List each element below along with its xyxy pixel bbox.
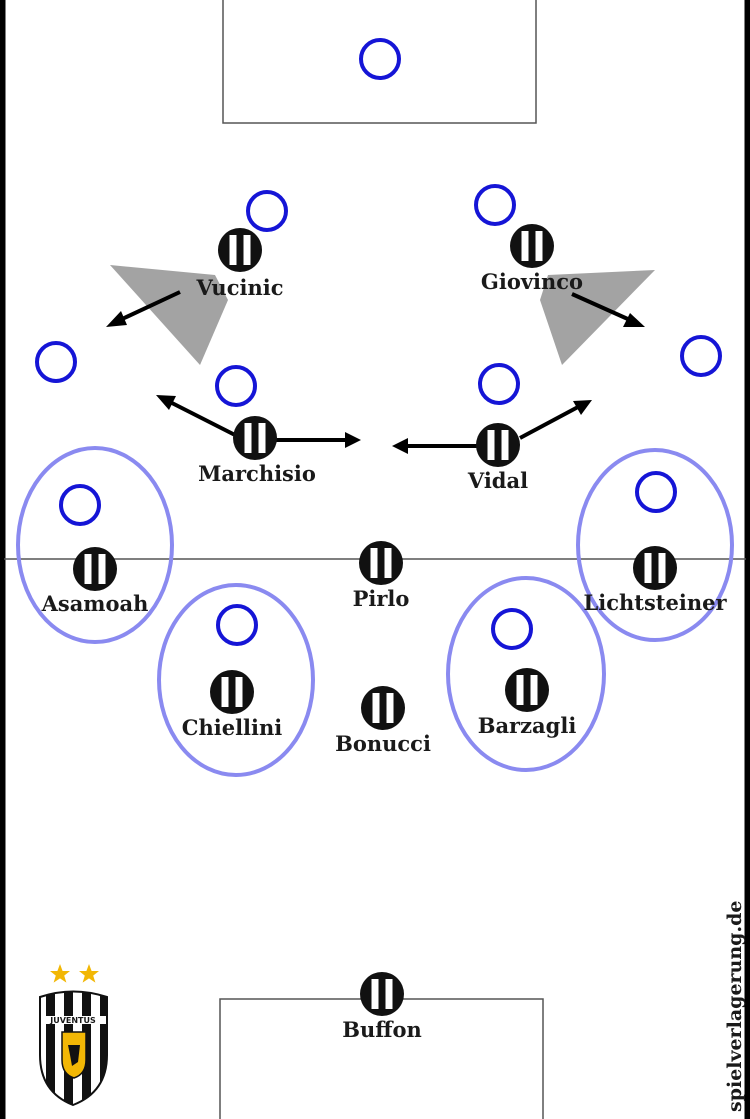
crest-shield [40,991,107,1105]
cover-shadow-vucinic [110,265,228,365]
player-marker [210,670,254,714]
stripe [385,979,393,1009]
juventus-player-giovinco: Giovinco [481,224,583,294]
opponent-player [215,365,257,407]
player-name: Pirlo [353,586,410,611]
arrow-marchisio-left [156,395,236,437]
crest-text: JUVENTUS [49,1016,96,1025]
stripe [98,554,106,584]
player-name: Vucinic [195,275,283,300]
stripe [258,423,266,453]
stripe [372,693,380,723]
player-marker [510,224,554,268]
player-marker [633,546,677,590]
player-name: Vidal [467,468,528,493]
stripe [371,979,379,1009]
player-name: Bonucci [335,731,431,756]
player-marker [218,228,262,272]
player-name: Marchisio [198,461,316,486]
player-marker [476,423,520,467]
player-marker [360,972,404,1016]
opponent-player [35,341,77,383]
player-name: Lichtsteiner [583,590,727,615]
juventus-player-marchisio: Marchisio [198,416,316,486]
opponent-player [491,608,533,650]
cover-shadow-giovinco [540,270,655,365]
arrow-marchisio-right [275,432,361,448]
stripe [658,553,666,583]
stripe [384,548,392,578]
star-icon [50,964,70,983]
pressing-zone-lichtsteiner [576,448,734,642]
player-marker [73,547,117,591]
player-marker [361,686,405,730]
top-penalty-box [222,0,537,124]
player-name: Barzagli [478,713,577,738]
stripe [244,423,252,453]
juventus-player-pirlo: Pirlo [353,541,410,611]
opponent-player [680,335,722,377]
stripe [84,554,92,584]
juventus-player-bonucci: Bonucci [335,686,431,756]
stripe [221,677,229,707]
pressing-zone-barzagli [446,576,606,772]
juventus-player-lichtsteiner: Lichtsteiner [583,546,727,615]
stripe [644,553,652,583]
stripe [487,430,495,460]
player-marker [233,416,277,460]
stripe [243,235,251,265]
arrow-giovinco [571,292,645,327]
arrow-vidal-left [392,438,478,454]
player-name: Asamoah [41,591,149,616]
juventus-player-asamoah: Asamoah [41,547,149,616]
juventus-player-chiellini: Chiellini [182,670,283,740]
player-name: Buffon [342,1017,422,1042]
arrow-vucinic [106,290,181,327]
player-marker [505,668,549,712]
opponent-player [359,38,401,80]
arrow-vidal-right [519,400,592,440]
opponent-player [474,184,516,226]
opponent-player [216,604,258,646]
juventus-player-vidal: Vidal [467,423,528,493]
pressing-zone-chiellini [157,583,315,777]
opponent-player [635,471,677,513]
opponent-player [246,190,288,232]
juventus-player-buffon: Buffon [342,972,422,1042]
stripe [370,548,378,578]
stripe [530,675,538,705]
opponent-players [35,38,722,650]
player-marker [359,541,403,585]
bull-icon [68,1045,80,1066]
stripe [535,231,543,261]
juventus-crest: JUVENTUS [39,964,108,1107]
opponent-player [478,363,520,405]
stripe [501,430,509,460]
pressing-zones [16,446,734,777]
juventus-player-vucinic: Vucinic [195,228,284,300]
cover-shadows [110,265,655,365]
player-name: Chiellini [182,715,283,740]
stripe [386,693,394,723]
crest-stars [50,964,99,983]
movement-arrows [106,290,645,454]
juventus-player-barzagli: Barzagli [478,668,577,738]
stripe [521,231,529,261]
opponent-player [59,484,101,526]
player-name: Giovinco [481,269,583,294]
watermark: spielverlagerung.de [724,901,746,1112]
stripe [516,675,524,705]
stripe [235,677,243,707]
pressing-zone-asamoah [16,446,174,644]
stripe [229,235,237,265]
star-icon [79,964,99,983]
